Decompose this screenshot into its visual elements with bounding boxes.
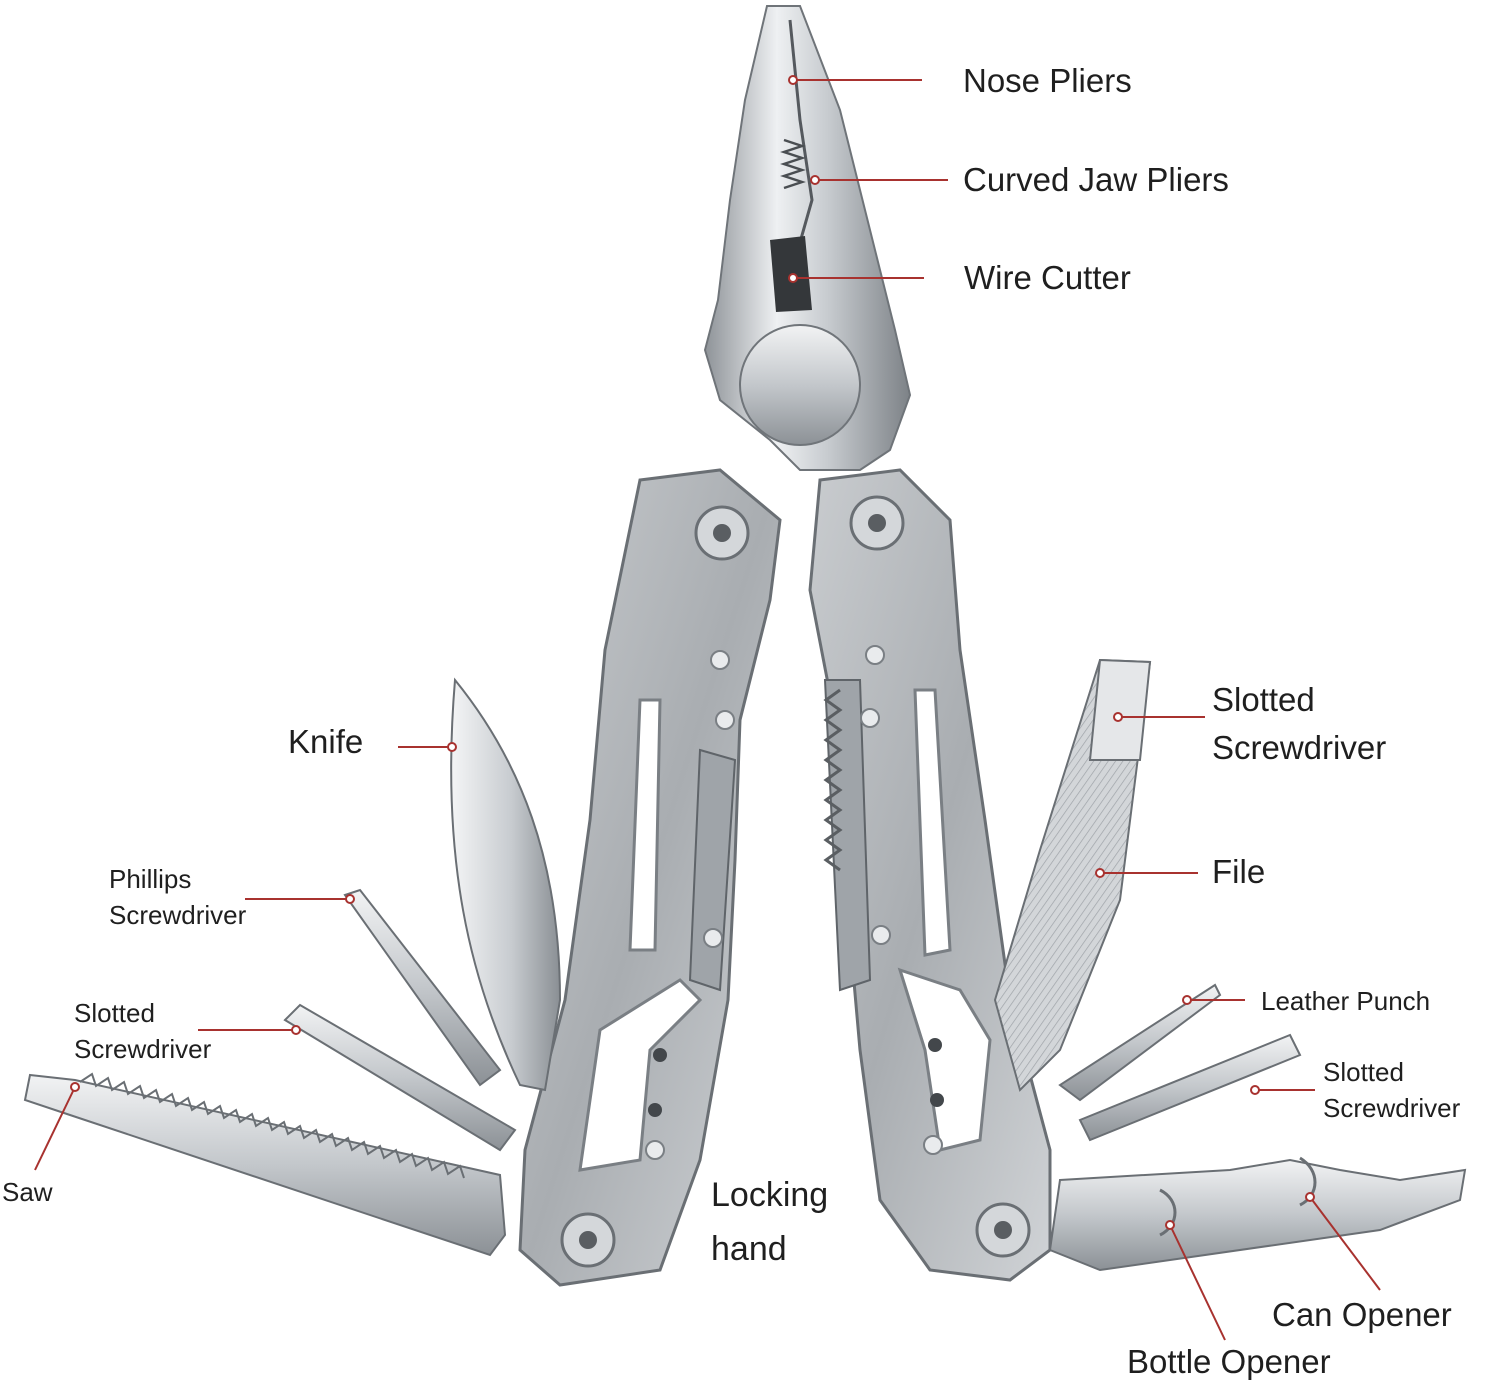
label-slotted-screwdriver-right-line1: Slotted xyxy=(1212,681,1315,718)
label-phillips-screwdriver-line2: Screwdriver xyxy=(109,900,247,930)
label-file: File xyxy=(1212,853,1266,890)
leader-lines xyxy=(34,75,1381,1341)
label-knife: Knife xyxy=(288,723,364,760)
leather-punch-tool xyxy=(1058,983,1222,1102)
knife-blade xyxy=(450,677,562,1092)
slotted-screwdriver-left-bit xyxy=(283,1003,517,1152)
slotted-screwdriver-small-bit xyxy=(1078,1033,1302,1142)
label-curved-jaw-pliers: Curved Jaw Pliers xyxy=(963,161,1229,198)
saw-blade xyxy=(23,1072,507,1257)
can-opener-tool xyxy=(1048,1156,1467,1272)
left-handle xyxy=(518,468,782,1287)
label-slotted-screwdriver-small: Slotted Screwdriver xyxy=(1323,1054,1460,1126)
label-slotted-screwdriver-left: Slotted Screwdriver xyxy=(74,995,211,1067)
label-slotted-screwdriver-small-line1: Slotted xyxy=(1323,1057,1404,1087)
file-tool xyxy=(993,658,1152,1092)
label-saw: Saw xyxy=(2,1177,53,1207)
label-slotted-screwdriver-left-line1: Slotted xyxy=(74,998,155,1028)
label-slotted-screwdriver-right-line2: Screwdriver xyxy=(1212,729,1387,766)
label-can-opener: Can Opener xyxy=(1272,1296,1452,1333)
label-wire-cutter: Wire Cutter xyxy=(964,259,1131,296)
label-locking-hand: Locking hand xyxy=(711,1168,828,1276)
label-phillips-screwdriver-line1: Phillips xyxy=(109,864,192,894)
right-handle xyxy=(808,468,1052,1282)
label-bottle-opener: Bottle Opener xyxy=(1127,1343,1331,1380)
label-leather-punch: Leather Punch xyxy=(1261,986,1431,1016)
label-slotted-screwdriver-right: Slotted Screwdriver xyxy=(1212,676,1386,772)
label-phillips-screwdriver: Phillips Screwdriver xyxy=(109,861,246,933)
label-slotted-screwdriver-small-line2: Screwdriver xyxy=(1323,1093,1461,1123)
label-locking-hand-line2: hand xyxy=(711,1230,787,1268)
label-locking-hand-line1: Locking xyxy=(711,1176,829,1214)
label-slotted-screwdriver-left-line2: Screwdriver xyxy=(74,1034,212,1064)
pliers-head xyxy=(703,5,912,471)
label-nose-pliers: Nose Pliers xyxy=(963,62,1132,99)
phillips-screwdriver-bit xyxy=(343,888,502,1087)
